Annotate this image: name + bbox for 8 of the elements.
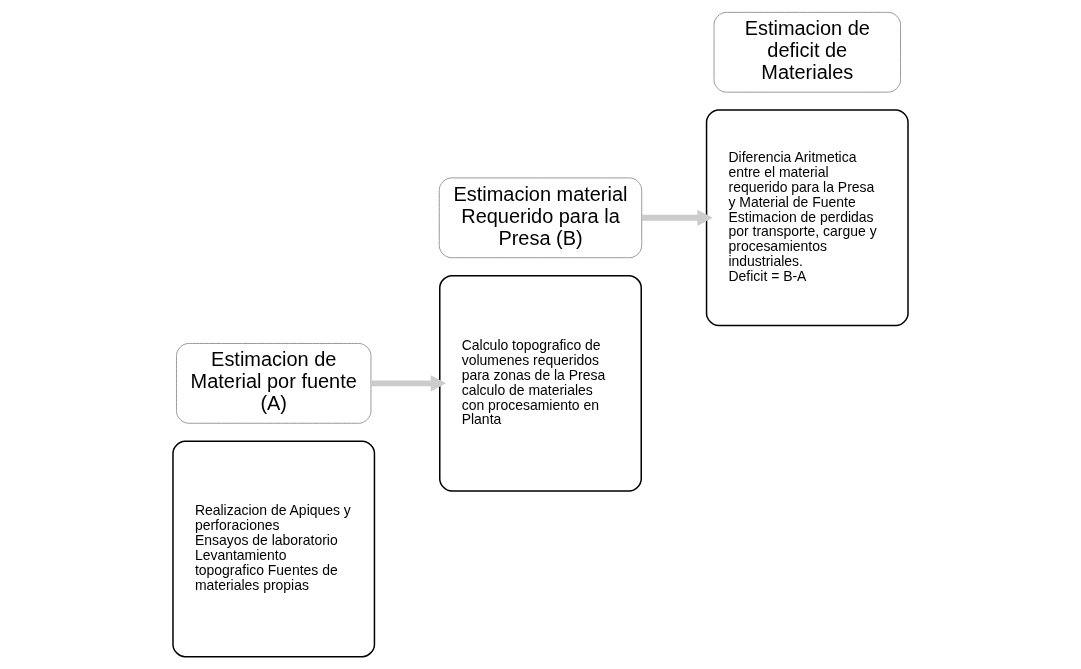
arrow: [642, 209, 713, 226]
node-box: Estimacion de deficit de Materiales: [713, 11, 902, 93]
node-box: Diferencia Aritmetica entre el material requerido para la Presa y Material de Fuente Estimacion de perdidas por transporte, cargue y procesamientos industriales. Deficit = B-A: [705, 109, 909, 327]
node-box: Calculo topografico de volumenes requeridos para zonas de la Presa calculo de materiales con procesamiento en Planta: [439, 274, 642, 492]
arrow: [371, 375, 447, 392]
node-box: Estimacion de Material por fuente (A): [176, 343, 372, 424]
node-box: Realizacion de Apiques y perforaciones Ensayos de laboratorio Levantamiento topografico Fuentes de materiales propias: [172, 440, 376, 658]
node-box: Estimacion material Requerido para la Presa (B): [438, 177, 643, 259]
